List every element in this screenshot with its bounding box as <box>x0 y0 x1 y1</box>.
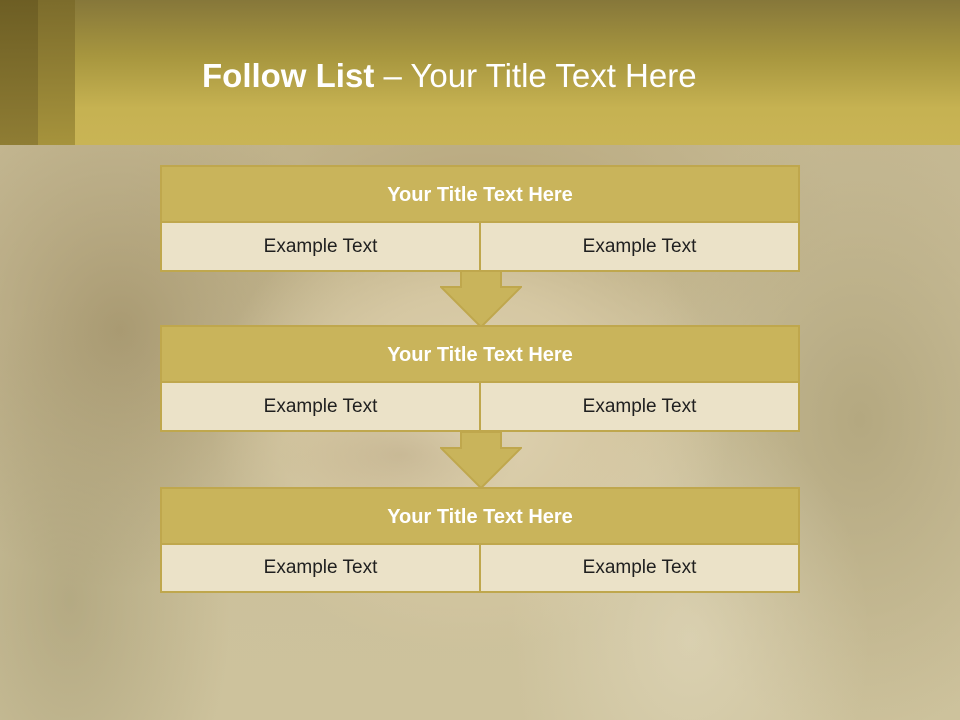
header-band: Follow List – Your Title Text Here <box>0 0 960 145</box>
list-box-cell-right: Example Text <box>479 383 798 430</box>
list-box-row: Example Text Example Text <box>162 223 798 270</box>
list-box-title: Your Title Text Here <box>162 327 798 383</box>
list-box-row: Example Text Example Text <box>162 545 798 591</box>
list-box-cell-right: Example Text <box>479 223 798 270</box>
list-box-row: Example Text Example Text <box>162 383 798 430</box>
list-box: Your Title Text Here Example Text Exampl… <box>160 165 800 272</box>
slide-title-rest: – Your Title Text Here <box>374 57 697 94</box>
header-accent-strip <box>38 0 75 145</box>
list-box-title: Your Title Text Here <box>162 489 798 545</box>
list-box-cell-left: Example Text <box>162 383 479 430</box>
down-arrow-icon <box>440 431 522 489</box>
list-box-cell-right: Example Text <box>479 545 798 591</box>
list-box: Your Title Text Here Example Text Exampl… <box>160 325 800 432</box>
list-box-cell-left: Example Text <box>162 223 479 270</box>
down-arrow-icon <box>440 270 522 328</box>
slide-title: Follow List – Your Title Text Here <box>202 54 697 98</box>
header-accent-strip <box>0 0 38 145</box>
list-box-cell-left: Example Text <box>162 545 479 591</box>
slide-title-bold: Follow List <box>202 57 375 94</box>
list-box: Your Title Text Here Example Text Exampl… <box>160 487 800 593</box>
list-box-title: Your Title Text Here <box>162 167 798 223</box>
